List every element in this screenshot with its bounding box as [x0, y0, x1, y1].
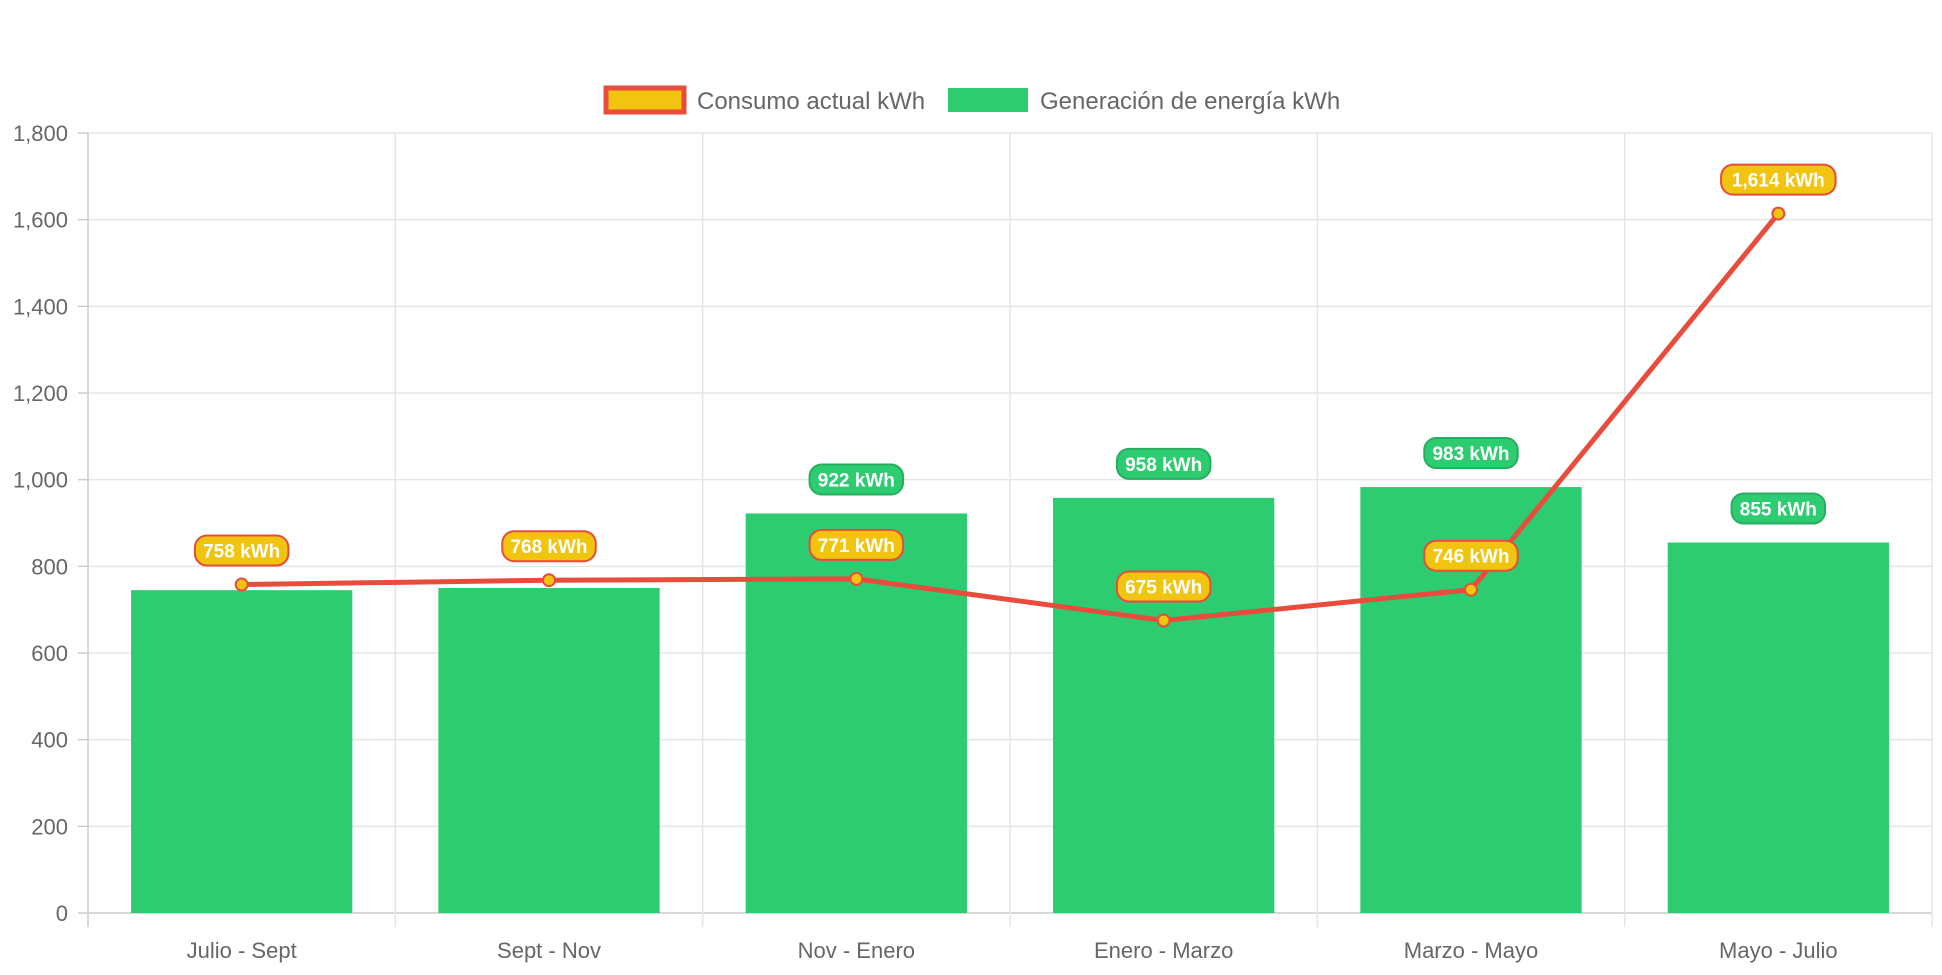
- y-tick-label: 800: [31, 554, 68, 579]
- x-axis: Julio - Sept Sept - Nov Nov - Enero Enero -…: [187, 938, 1838, 963]
- bar-data-label: 855 kWh: [1730, 492, 1827, 525]
- line-data-label-bg: [193, 534, 290, 567]
- line-data-label-text: 768 kWh: [510, 537, 587, 558]
- x-tick-label: Enero - Marzo: [1094, 938, 1233, 963]
- y-tick-label: 200: [31, 814, 68, 839]
- line-data-label: 1,614 kWh: [1720, 163, 1837, 196]
- y-tick-label: 1,600: [13, 208, 68, 233]
- line-series: [234, 206, 1786, 628]
- line-data-label-text: 675 kWh: [1125, 578, 1202, 599]
- line-data-label: 746 kWh: [1423, 539, 1519, 572]
- line-point[interactable]: [1156, 613, 1171, 628]
- bar[interactable]: [131, 590, 353, 913]
- legend[interactable]: Consumo actual kWh Generación de energía…: [603, 85, 1340, 115]
- line-data-label-bg: [501, 530, 597, 563]
- line-data-label-bg: [1720, 163, 1837, 196]
- bar[interactable]: [1667, 542, 1889, 914]
- line-point[interactable]: [849, 571, 864, 586]
- bar-data-label-bg: [808, 463, 905, 496]
- line-data-label-text: 746 kWh: [1432, 547, 1509, 568]
- line-data-label-text: 1,614 kWh: [1732, 171, 1825, 192]
- line-data-label-text: 758 kWh: [203, 542, 280, 563]
- line-data-label: 758 kWh: [193, 534, 290, 567]
- legend-label-generacion: Generación de energía kWh: [1040, 88, 1340, 115]
- line-point[interactable]: [1464, 582, 1478, 597]
- bar-data-label: 958 kWh: [1115, 447, 1212, 480]
- legend-item-generacion[interactable]: Generación de energía kWh: [948, 88, 1340, 115]
- y-tick-label: 600: [31, 641, 68, 666]
- legend-label-consumo: Consumo actual kWh: [697, 88, 925, 115]
- bar-data-label-text: 983 kWh: [1432, 444, 1509, 465]
- bar-data-label-text: 922 kWh: [818, 470, 895, 491]
- bar[interactable]: [438, 588, 660, 913]
- line-data-label: 768 kWh: [501, 530, 597, 563]
- bar-data-label-bg: [1730, 492, 1827, 525]
- y-tick-label: 0: [56, 901, 68, 926]
- y-tick-label: 400: [31, 728, 68, 753]
- bar[interactable]: [1053, 497, 1275, 913]
- bar-series: [131, 487, 1889, 913]
- line-point[interactable]: [1771, 206, 1786, 221]
- line-data-label: 675 kWh: [1115, 570, 1212, 603]
- y-tick-label: 1,000: [13, 468, 68, 493]
- bar-data-label-bg: [1115, 447, 1212, 480]
- legend-swatch-consumo: [603, 85, 687, 115]
- consumption-line: [241, 212, 1781, 623]
- y-tick-label: 1,200: [13, 381, 68, 406]
- line-data-label: 771 kWh: [808, 528, 905, 561]
- x-tick-label: Nov - Enero: [798, 938, 915, 963]
- y-tick-label: 1,800: [13, 121, 68, 146]
- y-axis: 0 200 400 600 800 1,000 1,200 1,400 1,600 1,800: [13, 121, 88, 926]
- x-tick-label: Mayo - Julio: [1719, 938, 1838, 963]
- bar-data-label-bg: [1423, 437, 1519, 470]
- data-labels: 922 kWh 958 kWh 983 kWh 855 kWh 758 kWh 768 k…: [193, 163, 1837, 603]
- legend-item-consumo[interactable]: Consumo actual kWh: [603, 85, 925, 115]
- bar-data-label-text: 855 kWh: [1740, 500, 1817, 521]
- line-data-label-bg: [808, 528, 905, 561]
- grid: [87, 132, 1933, 927]
- x-tick-label: Julio - Sept: [187, 938, 297, 963]
- x-tick-label: Marzo - Mayo: [1404, 938, 1538, 963]
- bar-data-label: 922 kWh: [808, 463, 905, 496]
- line-data-label-bg: [1423, 539, 1519, 572]
- line-point[interactable]: [234, 577, 249, 592]
- x-tick-label: Sept - Nov: [497, 938, 601, 963]
- bar-data-label-text: 958 kWh: [1125, 455, 1202, 476]
- legend-swatch-generacion: [948, 88, 1028, 112]
- y-tick-label: 1,400: [13, 294, 68, 319]
- line-point[interactable]: [542, 573, 556, 588]
- line-data-label-text: 771 kWh: [818, 536, 895, 557]
- bar-data-label: 983 kWh: [1423, 437, 1519, 470]
- line-data-label-bg: [1115, 570, 1212, 603]
